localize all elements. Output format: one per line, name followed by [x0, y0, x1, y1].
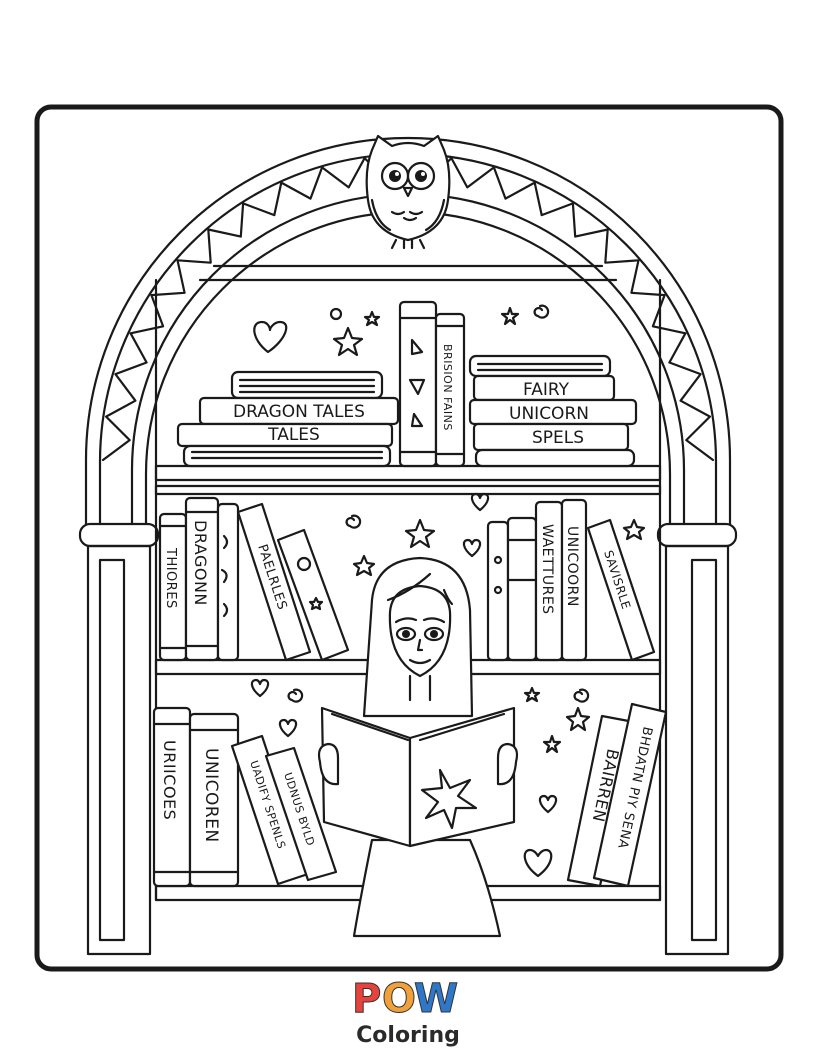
top-middle-books: BRISION FAINS: [398, 300, 466, 468]
top-left-book-stack: DRAGON TALES TALES: [176, 370, 400, 468]
book-spine-dragonn: DRAGONN: [191, 520, 210, 606]
top-right-book-stack: FAIRY UNICORN SPELS: [468, 354, 638, 468]
middle-right-books: WAETTURES UNICOORN SAVISRLE: [486, 498, 656, 662]
top-shelf-decorations: [253, 304, 550, 357]
book-spine-waettures: WAETTURES: [539, 524, 555, 615]
page-frame: [34, 104, 784, 972]
left-column: [78, 522, 160, 956]
book-title-tales: TALES: [267, 425, 320, 445]
book-spine-unicoren: UNICOREN: [201, 748, 221, 843]
logo-letter-w: W: [414, 976, 458, 1022]
book-title-spels: SPELS: [532, 428, 584, 448]
book-spine-unicoorn: UNICOORN: [564, 526, 580, 607]
middle-shelf-decorations: [345, 492, 646, 577]
right-column: [656, 522, 738, 956]
bottom-shelf-decorations: [250, 678, 591, 878]
logo-letter-p: P: [352, 976, 381, 1022]
bottom-left-books: URIICOES UNICOREN UADIFY SPENLS UDNUS BY…: [152, 706, 338, 888]
middle-left-books: THIORES DRAGONN PAELRLES: [158, 496, 350, 662]
pow-coloring-logo: P O W Coloring: [352, 976, 460, 1049]
book-title-fairy: FAIRY: [523, 380, 570, 400]
logo-subtitle: Coloring: [356, 1023, 460, 1048]
logo-letter-o: O: [382, 976, 416, 1022]
book-title-unicorn: UNICORN: [509, 404, 589, 424]
book-title-dragon-tales: DRAGON TALES: [233, 402, 365, 422]
book-spine-brision-fains: BRISION FAINS: [441, 344, 454, 431]
girl-reading-illustration: [317, 556, 519, 938]
book-spine-thiores: THIORES: [163, 547, 178, 609]
bottom-right-books: BAIRREN BHDATN PIY SENA: [566, 702, 668, 888]
owl-illustration: [365, 134, 451, 250]
book-spine-uriicoes: URIICOES: [160, 740, 179, 820]
arch: [84, 136, 732, 534]
